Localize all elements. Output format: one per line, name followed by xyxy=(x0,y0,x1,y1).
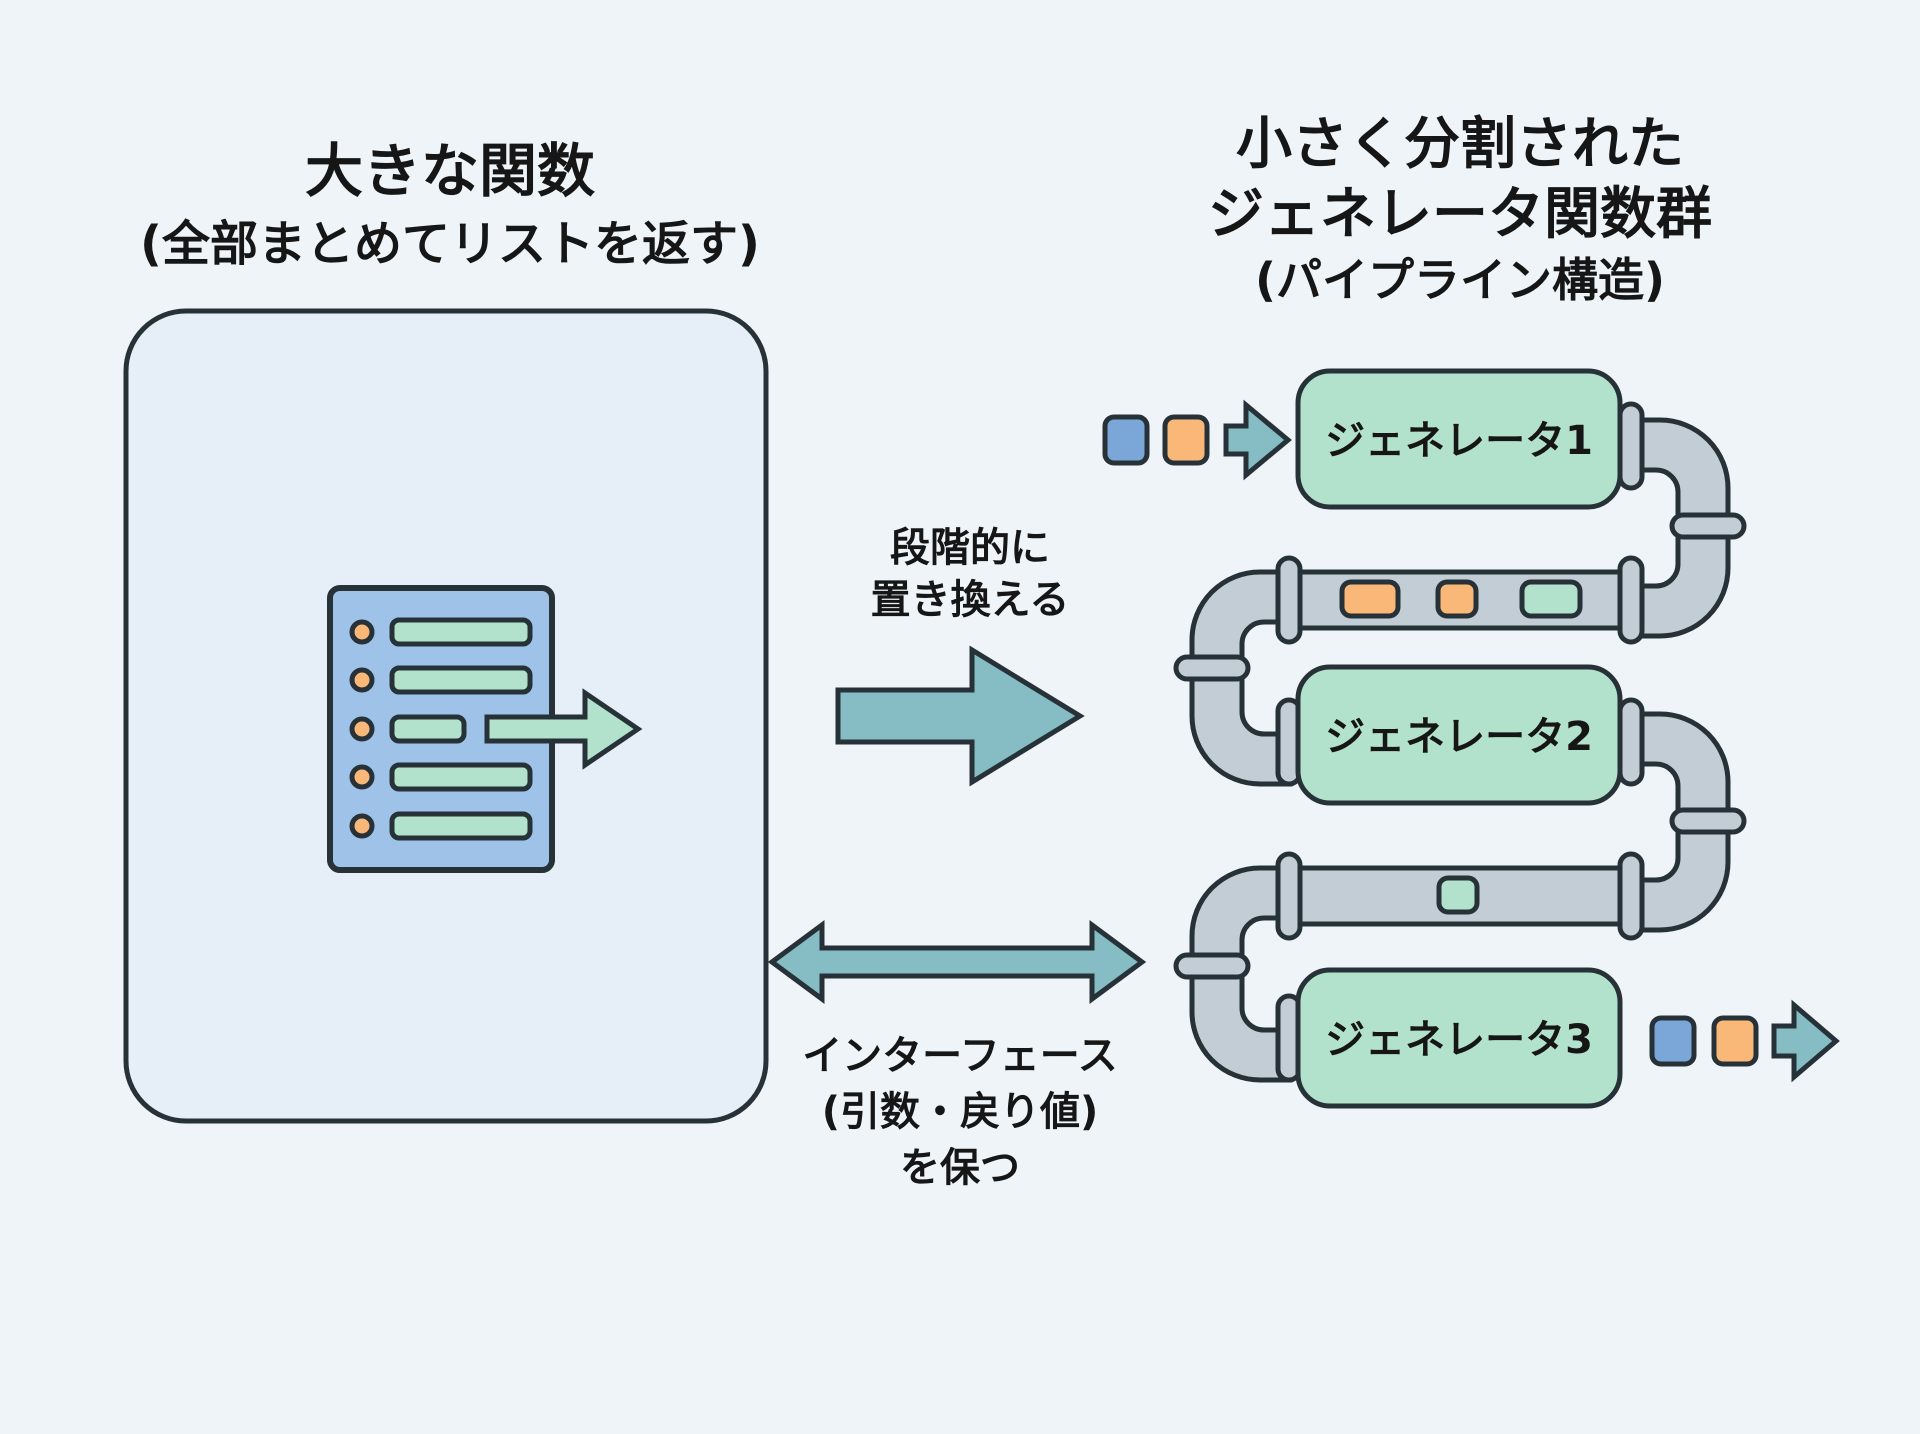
list-output-arrow-icon xyxy=(484,688,643,770)
pipe-data-items xyxy=(1339,579,1583,915)
data-item-green xyxy=(1519,579,1583,619)
replace-label-line1: 段階的に xyxy=(890,525,1050,571)
data-item-orange xyxy=(1339,579,1401,619)
big-function-subtitle: (全部まとめてリストを返す) xyxy=(140,215,760,272)
interface-label-line2: (引数・戻り値) xyxy=(821,1089,1099,1135)
generator-3-label: ジェネレータ3 xyxy=(1325,1017,1593,1063)
generator-1: ジェネレータ1 xyxy=(1295,368,1623,510)
big-function-heading: 大きな関数 (全部まとめてリストを返す) xyxy=(100,135,800,274)
pipe-bend-3 xyxy=(1622,711,1731,933)
replace-arrow-icon xyxy=(835,645,1085,787)
generator-2-label: ジェネレータ2 xyxy=(1325,714,1593,760)
output-item-orange xyxy=(1711,1015,1759,1067)
big-function-title: 大きな関数 xyxy=(304,137,595,205)
interface-label-line3: を保つ xyxy=(900,1145,1020,1191)
generator-3: ジェネレータ3 xyxy=(1295,967,1623,1109)
pipeline-output xyxy=(1649,999,1840,1083)
pipeline-input xyxy=(1102,399,1292,481)
data-item-green xyxy=(1436,875,1480,915)
generator-1-label: ジェネレータ1 xyxy=(1325,418,1593,464)
generators-title-line2: ジェネレータ関数群 xyxy=(1208,182,1712,247)
pipe-bend-1 xyxy=(1622,417,1731,639)
interface-double-arrow-icon xyxy=(767,920,1147,1004)
generator-2: ジェネレータ2 xyxy=(1295,664,1623,806)
generators-title-line1: 小さく分割された xyxy=(1236,112,1684,177)
replace-label: 段階的に 置き換える xyxy=(820,522,1120,626)
generators-heading: 小さく分割された ジェネレータ関数群 (パイプライン構造) xyxy=(1160,110,1760,310)
input-item-orange xyxy=(1162,414,1210,466)
generators-subtitle: (パイプライン構造) xyxy=(1254,253,1666,307)
replace-label-line2: 置き換える xyxy=(870,577,1070,623)
input-arrow-icon xyxy=(1223,399,1292,481)
interface-label: インターフェース (引数・戻り値) を保つ xyxy=(760,1028,1160,1196)
list-rows xyxy=(349,617,533,841)
data-item-orange xyxy=(1435,579,1479,619)
output-arrow-icon xyxy=(1771,999,1840,1083)
output-item-blue xyxy=(1649,1015,1697,1067)
interface-label-line1: インターフェース xyxy=(802,1033,1118,1079)
list-document-icon xyxy=(327,585,643,873)
input-item-blue xyxy=(1102,414,1150,466)
